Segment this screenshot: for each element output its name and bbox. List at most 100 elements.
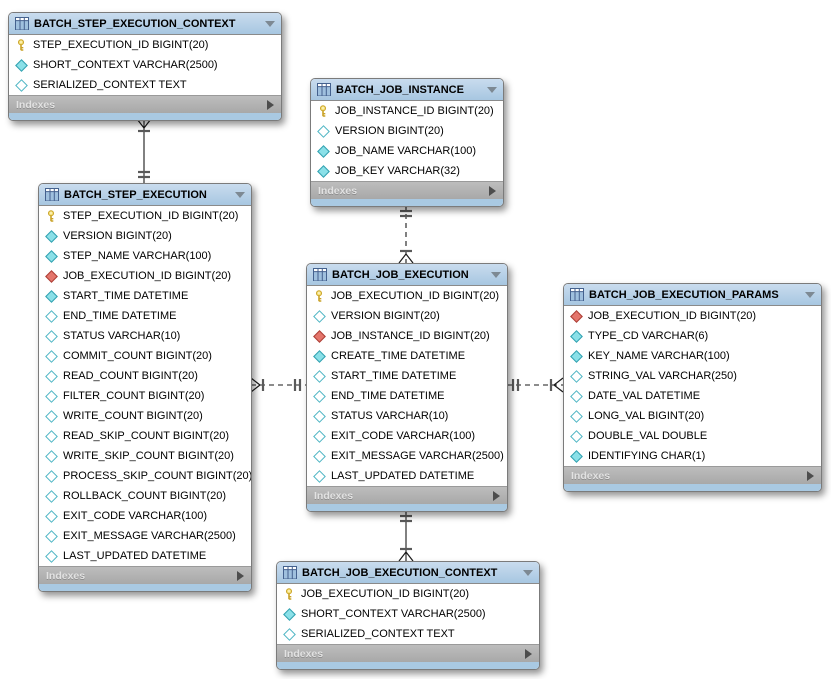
table-header[interactable]: BATCH_JOB_EXECUTION <box>307 264 507 286</box>
nullable-diamond-icon <box>569 369 583 383</box>
expand-indexes-icon[interactable] <box>489 185 496 196</box>
column-row[interactable]: SERIALIZED_CONTEXT TEXT <box>277 624 539 644</box>
column-row[interactable]: JOB_EXECUTION_ID BIGINT(20) <box>564 306 821 326</box>
column-row[interactable]: SHORT_CONTEXT VARCHAR(2500) <box>277 604 539 624</box>
column-row[interactable]: TYPE_CD VARCHAR(6) <box>564 326 821 346</box>
column-row[interactable]: JOB_INSTANCE_ID BIGINT(20) <box>311 101 503 121</box>
table-bottom-strip <box>39 584 251 591</box>
column-label: VERSION BIGINT(20) <box>331 310 440 322</box>
column-row[interactable]: SERIALIZED_CONTEXT TEXT <box>9 75 281 95</box>
column-row[interactable]: JOB_EXECUTION_ID BIGINT(20) <box>39 266 251 286</box>
column-row[interactable]: LAST_UPDATED DATETIME <box>39 546 251 566</box>
collapse-caret-icon[interactable] <box>491 271 501 278</box>
column-label: JOB_KEY VARCHAR(32) <box>335 165 460 177</box>
collapse-caret-icon[interactable] <box>265 20 275 27</box>
table-title: BATCH_STEP_EXECUTION <box>64 188 207 201</box>
column-label: STRING_VAL VARCHAR(250) <box>588 370 737 382</box>
column-row[interactable]: EXIT_MESSAGE VARCHAR(2500) <box>39 526 251 546</box>
column-row[interactable]: READ_COUNT BIGINT(20) <box>39 366 251 386</box>
foreign-key-diamond-icon <box>312 329 326 343</box>
collapse-caret-icon[interactable] <box>487 86 497 93</box>
column-row[interactable]: JOB_EXECUTION_ID BIGINT(20) <box>307 286 507 306</box>
column-row[interactable]: IDENTIFYING CHAR(1) <box>564 446 821 466</box>
column-row[interactable]: COMMIT_COUNT BIGINT(20) <box>39 346 251 366</box>
column-row[interactable]: JOB_KEY VARCHAR(32) <box>311 161 503 181</box>
column-label: START_TIME DATETIME <box>63 290 189 302</box>
expand-indexes-icon[interactable] <box>807 470 814 481</box>
notnull-diamond-icon <box>569 329 583 343</box>
column-row[interactable]: STATUS VARCHAR(10) <box>39 326 251 346</box>
table-bottom-strip <box>311 199 503 206</box>
column-row[interactable]: EXIT_CODE VARCHAR(100) <box>307 426 507 446</box>
column-row[interactable]: START_TIME DATETIME <box>39 286 251 306</box>
column-row[interactable]: VERSION BIGINT(20) <box>39 226 251 246</box>
column-row[interactable]: KEY_NAME VARCHAR(100) <box>564 346 821 366</box>
nullable-diamond-icon <box>312 449 326 463</box>
nullable-diamond-icon <box>44 549 58 563</box>
indexes-footer[interactable]: Indexes <box>564 466 821 484</box>
column-row[interactable]: SHORT_CONTEXT VARCHAR(2500) <box>9 55 281 75</box>
table-header[interactable]: BATCH_STEP_EXECUTION_CONTEXT <box>9 13 281 35</box>
column-row[interactable]: STEP_NAME VARCHAR(100) <box>39 246 251 266</box>
indexes-footer[interactable]: Indexes <box>311 181 503 199</box>
table-header[interactable]: BATCH_JOB_EXECUTION_PARAMS <box>564 284 821 306</box>
table-header[interactable]: BATCH_JOB_INSTANCE <box>311 79 503 101</box>
indexes-footer[interactable]: Indexes <box>9 95 281 113</box>
column-row[interactable]: LAST_UPDATED DATETIME <box>307 466 507 486</box>
table-header[interactable]: BATCH_JOB_EXECUTION_CONTEXT <box>277 562 539 584</box>
collapse-caret-icon[interactable] <box>805 291 815 298</box>
column-row[interactable]: STEP_EXECUTION_ID BIGINT(20) <box>9 35 281 55</box>
column-row[interactable]: END_TIME DATETIME <box>307 386 507 406</box>
column-row[interactable]: START_TIME DATETIME <box>307 366 507 386</box>
collapse-caret-icon[interactable] <box>523 569 533 576</box>
indexes-footer[interactable]: Indexes <box>307 486 507 504</box>
column-row[interactable]: VERSION BIGINT(20) <box>311 121 503 141</box>
column-row[interactable]: END_TIME DATETIME <box>39 306 251 326</box>
nullable-diamond-icon <box>14 78 28 92</box>
column-label: JOB_EXECUTION_ID BIGINT(20) <box>588 310 757 322</box>
expand-indexes-icon[interactable] <box>525 648 532 659</box>
table-header[interactable]: BATCH_STEP_EXECUTION <box>39 184 251 206</box>
indexes-footer[interactable]: Indexes <box>39 566 251 584</box>
column-row[interactable]: JOB_INSTANCE_ID BIGINT(20) <box>307 326 507 346</box>
column-row[interactable]: WRITE_SKIP_COUNT BIGINT(20) <box>39 446 251 466</box>
column-row[interactable]: LONG_VAL BIGINT(20) <box>564 406 821 426</box>
nullable-diamond-icon <box>312 389 326 403</box>
notnull-diamond-icon <box>316 144 330 158</box>
column-label: STEP_EXECUTION_ID BIGINT(20) <box>33 39 209 51</box>
column-row[interactable]: WRITE_COUNT BIGINT(20) <box>39 406 251 426</box>
expand-indexes-icon[interactable] <box>493 490 500 501</box>
column-label: SHORT_CONTEXT VARCHAR(2500) <box>33 59 218 71</box>
foreign-key-diamond-icon <box>569 309 583 323</box>
expand-indexes-icon[interactable] <box>267 99 274 110</box>
column-row[interactable]: JOB_EXECUTION_ID BIGINT(20) <box>277 584 539 604</box>
column-row[interactable]: STEP_EXECUTION_ID BIGINT(20) <box>39 206 251 226</box>
collapse-caret-icon[interactable] <box>235 191 245 198</box>
notnull-diamond-icon <box>44 229 58 243</box>
column-row[interactable]: VERSION BIGINT(20) <box>307 306 507 326</box>
expand-indexes-icon[interactable] <box>237 570 244 581</box>
column-label: VERSION BIGINT(20) <box>335 125 444 137</box>
column-row[interactable]: CREATE_TIME DATETIME <box>307 346 507 366</box>
column-label: STATUS VARCHAR(10) <box>331 410 449 422</box>
column-row[interactable]: STATUS VARCHAR(10) <box>307 406 507 426</box>
table-title: BATCH_STEP_EXECUTION_CONTEXT <box>34 17 236 30</box>
column-row[interactable]: EXIT_MESSAGE VARCHAR(2500) <box>307 446 507 466</box>
column-label: LAST_UPDATED DATETIME <box>331 470 475 482</box>
nullable-diamond-icon <box>569 409 583 423</box>
column-row[interactable]: PROCESS_SKIP_COUNT BIGINT(20) <box>39 466 251 486</box>
column-label: JOB_INSTANCE_ID BIGINT(20) <box>331 330 490 342</box>
column-row[interactable]: JOB_NAME VARCHAR(100) <box>311 141 503 161</box>
nullable-diamond-icon <box>282 627 296 641</box>
indexes-footer[interactable]: Indexes <box>277 644 539 662</box>
column-row[interactable]: EXIT_CODE VARCHAR(100) <box>39 506 251 526</box>
column-row[interactable]: FILTER_COUNT BIGINT(20) <box>39 386 251 406</box>
entity-table: BATCH_JOB_EXECUTION_PARAMS JOB_EXECUTION_… <box>563 283 822 492</box>
column-row[interactable]: STRING_VAL VARCHAR(250) <box>564 366 821 386</box>
column-row[interactable]: ROLLBACK_COUNT BIGINT(20) <box>39 486 251 506</box>
column-row[interactable]: DATE_VAL DATETIME <box>564 386 821 406</box>
column-row[interactable]: DOUBLE_VAL DOUBLE <box>564 426 821 446</box>
column-row[interactable]: READ_SKIP_COUNT BIGINT(20) <box>39 426 251 446</box>
